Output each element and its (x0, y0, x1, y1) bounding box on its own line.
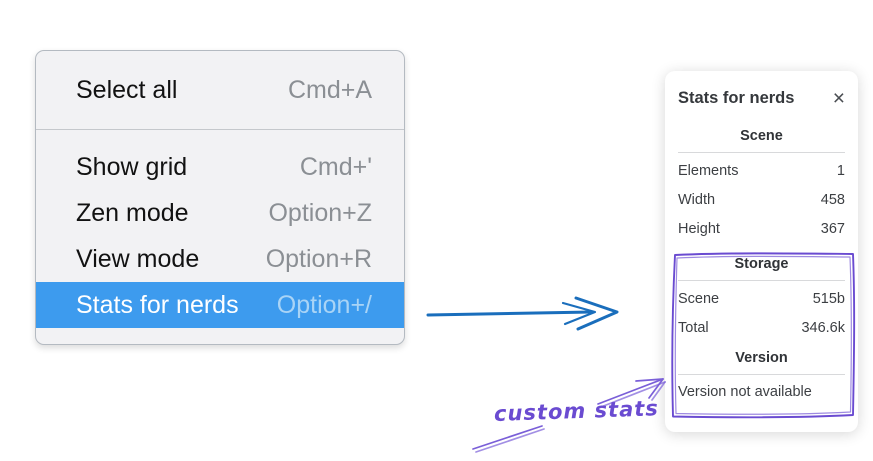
stats-section-scene: Scene Elements 1 Width 458 Height 367 (678, 125, 845, 244)
stat-label: Height (678, 221, 720, 237)
menu-item-label: Select all (76, 75, 178, 104)
section-heading: Storage (734, 256, 789, 272)
stat-value: 515b (812, 291, 845, 307)
stats-panel-header: Stats for nerds × (678, 85, 845, 111)
close-icon[interactable]: × (832, 86, 845, 110)
stat-label: Scene (678, 291, 720, 307)
menu-item-select-all[interactable]: Select all Cmd+A (36, 67, 404, 113)
section-heading: Scene (740, 128, 783, 144)
menu-item-zen-mode[interactable]: Zen mode Option+Z (36, 190, 404, 236)
stats-panel: Stats for nerds × Scene Elements 1 Width… (665, 71, 858, 432)
menu-item-view-mode[interactable]: View mode Option+R (36, 236, 404, 282)
stat-value: 458 (820, 192, 845, 208)
section-divider (678, 152, 845, 153)
arrow-menu-to-panel-icon (426, 296, 619, 331)
stat-row: Height 367 (678, 215, 845, 244)
stat-label: Width (678, 192, 716, 208)
stat-row: Total 346.6k (678, 314, 845, 343)
menu-item-label: Zen mode (76, 198, 189, 227)
menu-item-label: Show grid (76, 152, 188, 181)
menu-item-label: Stats for nerds (76, 290, 239, 319)
stat-row: Elements 1 (678, 157, 845, 186)
menu-item-shortcut: Option+R (265, 244, 372, 273)
stat-label: Total (678, 320, 709, 336)
annotation-label: custom stats (493, 396, 660, 426)
stats-panel-title: Stats for nerds (678, 88, 795, 107)
stats-section-version: Version Version not available (678, 347, 845, 405)
menu-item-shortcut: Cmd+' (299, 152, 372, 181)
stat-row: Width 458 (678, 186, 845, 215)
stat-label: Elements (678, 163, 739, 179)
menu-item-show-grid[interactable]: Show grid Cmd+' (36, 144, 404, 190)
menu-item-stats-for-nerds[interactable]: Stats for nerds Option+/ (36, 282, 404, 328)
version-status-text: Version not available (678, 384, 812, 400)
section-divider (678, 374, 845, 375)
stat-value: 1 (836, 163, 845, 179)
menu-item-shortcut: Option+Z (268, 198, 372, 227)
menu-item-shortcut: Option+/ (276, 290, 372, 319)
stat-value: 367 (820, 221, 845, 237)
stats-section-storage: Storage Scene 515b Total 346.6k (678, 253, 845, 343)
menu-divider (36, 129, 404, 130)
menu-item-label: View mode (76, 244, 200, 273)
stat-row: Scene 515b (678, 285, 845, 314)
stat-value: 346.6k (801, 320, 845, 336)
section-heading: Version (735, 350, 788, 366)
menu-item-shortcut: Cmd+A (287, 75, 372, 104)
menu-section-top: Select all Cmd+A (36, 51, 404, 129)
menu-section-bottom: Show grid Cmd+' Zen mode Option+Z View m… (36, 130, 404, 344)
context-menu: Select all Cmd+A Show grid Cmd+' Zen mod… (35, 50, 405, 345)
section-divider (678, 280, 845, 281)
